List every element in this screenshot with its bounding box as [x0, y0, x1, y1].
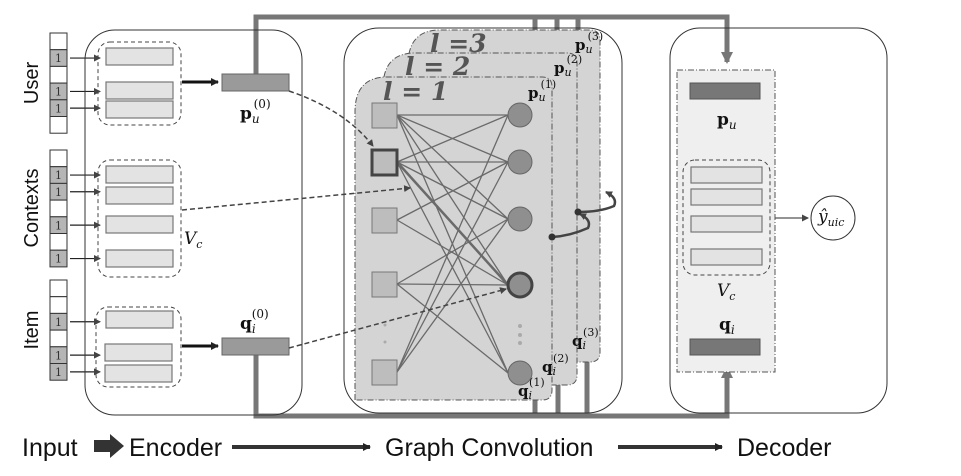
- one-hot-cell: [49, 149, 68, 168]
- one-hot-value: 1: [55, 349, 62, 362]
- one-hot-value: 1: [55, 102, 62, 115]
- graph-edge: [396, 218, 509, 285]
- layer-item-labels: qi(1) qi(2) qi(3): [518, 326, 599, 402]
- item-node: [507, 206, 533, 232]
- one-hot-cell: [49, 279, 68, 298]
- pipeline-input: Input: [22, 434, 78, 462]
- graph-nodes: [370, 102, 534, 386]
- graph-edge: [396, 161, 509, 286]
- pu1-label: pu(1): [528, 78, 556, 104]
- one-hot-cell: [49, 65, 68, 84]
- prediction-label: ŷuic: [817, 207, 844, 229]
- graph-edge: [396, 161, 509, 221]
- layer-2-label: l = 2: [405, 52, 470, 81]
- pipeline-caption: Input Encoder Graph Convolution Decoder: [22, 434, 832, 462]
- vc-label: Vc: [184, 229, 202, 251]
- input-labels: User Contexts Item: [21, 62, 43, 350]
- skip-connections: [253, 14, 733, 419]
- encoder-block: pu(0) qi(0) Vc: [84, 29, 303, 416]
- decoder-item-bar: [689, 338, 761, 356]
- graph-edge: [396, 114, 509, 373]
- decoder-user-bar: [689, 82, 761, 100]
- contexts-label: Contexts: [21, 169, 43, 248]
- user-label: User: [21, 62, 43, 105]
- pu2-label: pu(2): [554, 53, 582, 79]
- one-hot-cell: [49, 116, 68, 134]
- pu0-label: pu(0): [240, 97, 271, 126]
- pipeline-decoder: Decoder: [737, 434, 832, 462]
- prediction-node: [810, 195, 856, 241]
- pipeline-encoder: Encoder: [129, 434, 222, 462]
- decoder-block: pu Vc qi ŷuic: [669, 27, 888, 414]
- one-hot-value: 1: [55, 316, 62, 329]
- context-node: [371, 102, 398, 129]
- item-node: [506, 271, 534, 299]
- one-hot-cell: [49, 329, 68, 348]
- context-node: [371, 271, 398, 298]
- context-node: [370, 148, 399, 177]
- one-hot-cell: [49, 296, 68, 314]
- pu3-label: pu(3): [575, 30, 603, 56]
- item-node: [507, 360, 533, 386]
- qi3-label: qi(3): [572, 326, 599, 352]
- decoder-pu-label: pu: [717, 110, 737, 132]
- graph-edge: [396, 218, 509, 373]
- one-hot-value: 1: [55, 52, 62, 65]
- graph-edge: [396, 114, 509, 163]
- one-hot-vectors: 1 1 1 1 1 1 1 1 1 1: [49, 32, 101, 381]
- arrow-icon: [94, 434, 124, 458]
- item-node: [507, 149, 533, 175]
- item-embedding-bar: [221, 337, 290, 356]
- one-hot-cell: [49, 233, 68, 251]
- embedding-rows: [104, 47, 174, 383]
- qi2-label: qi(2): [542, 352, 569, 378]
- one-hot-value: 1: [55, 186, 62, 199]
- layer-3-label: l =3: [430, 29, 487, 58]
- aggregation-arrows: [182, 78, 219, 350]
- context-node: [371, 359, 398, 386]
- ellipsis-dots: [383, 323, 522, 345]
- one-hot-cell: [49, 363, 68, 381]
- one-hot-value: 1: [55, 86, 62, 99]
- one-hot-cell: [49, 249, 68, 268]
- layer-user-labels: pu(1) pu(2) pu(3): [528, 30, 603, 104]
- graph-edge: [396, 114, 509, 220]
- layer-1-label: l = 1: [383, 77, 448, 106]
- graph-edge: [396, 161, 509, 373]
- one-hot-value: 1: [55, 253, 62, 266]
- mapping-arrows: [181, 90, 507, 349]
- graph-convolution-block: l =3 l = 2 l = 1 pu(1) pu(2) pu(3) qi(1)…: [343, 27, 623, 414]
- context-node: [371, 207, 398, 234]
- graph-edges: [396, 114, 509, 374]
- graph-edge: [396, 114, 509, 286]
- pipeline-graph-convolution: Graph Convolution: [385, 434, 593, 462]
- graph-edge: [396, 219, 509, 286]
- qi1-label: qi(1): [518, 376, 545, 402]
- layer-propagation-arrows: [551, 190, 617, 239]
- one-hot-value: 1: [55, 366, 62, 379]
- graph-edge: [396, 283, 509, 286]
- qi0-label: qi(0): [240, 307, 269, 336]
- item-label: Item: [21, 311, 43, 350]
- decoder-qi-label: qi: [719, 315, 735, 337]
- decoder-vc-label: Vc: [717, 281, 735, 303]
- user-embedding-bar: [221, 73, 290, 92]
- layer-1-panel: [354, 76, 553, 401]
- one-hot-value: 1: [55, 169, 62, 182]
- item-node: [507, 102, 533, 128]
- one-hot-cell: [49, 32, 68, 51]
- one-hot-value: 1: [55, 219, 62, 232]
- one-hot-cell: [49, 199, 68, 218]
- graph-edge: [396, 283, 509, 374]
